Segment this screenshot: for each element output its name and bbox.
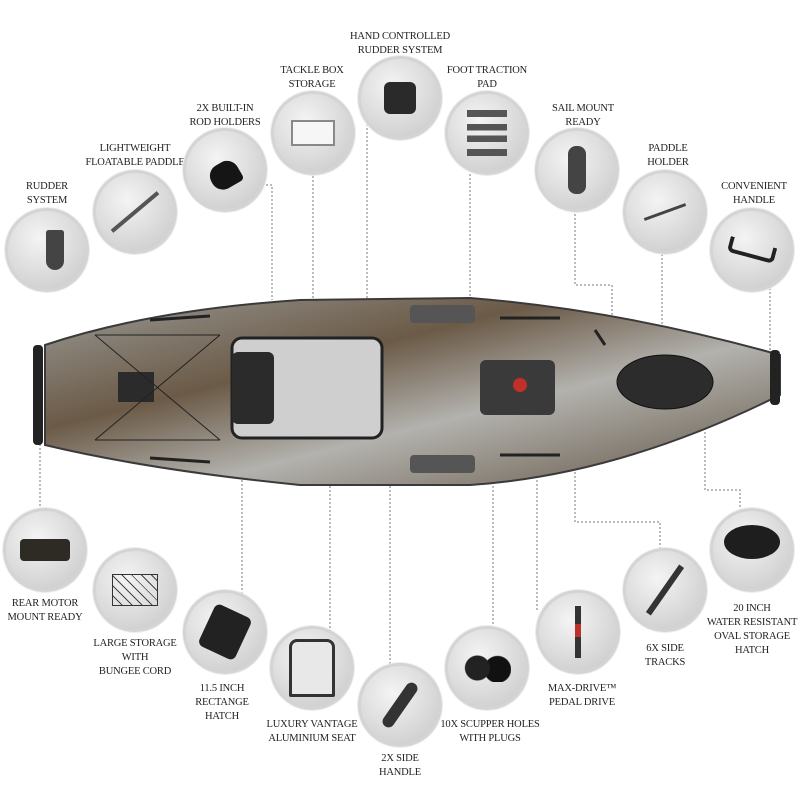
label-paddle-holder: PADDLE HOLDER bbox=[647, 143, 689, 168]
label-seat: LUXURY VANTAGE ALUMINIUM SEAT bbox=[266, 719, 358, 744]
label-scupper: 10X SCUPPER HOLES WITH PLUGS bbox=[440, 719, 540, 744]
tackle-box-icon bbox=[271, 91, 355, 175]
label-foot-traction: FOOT TRACTION PAD bbox=[446, 65, 528, 90]
rudder-icon bbox=[5, 208, 89, 292]
pedal-drive-red bbox=[513, 378, 527, 392]
label-convenient-handle: CONVENIENT HANDLE bbox=[721, 181, 787, 206]
label-oval-hatch: 20 INCH WATER RESISTANT OVAL STORAGE HAT… bbox=[706, 603, 798, 656]
label-max-drive: MAX-DRIVE™ PEDAL DRIVE bbox=[547, 683, 617, 708]
side-track-icon bbox=[623, 548, 707, 632]
rod-holder-icon bbox=[183, 128, 267, 212]
rear-hatch bbox=[118, 372, 154, 402]
motor-mount-icon bbox=[3, 508, 87, 592]
label-rod-holders: 2X BUILT-IN ROD HOLDERS bbox=[189, 103, 261, 128]
label-floatable-paddle: LIGHTWEIGHT FLOATABLE PADDLE bbox=[85, 143, 185, 168]
label-tackle-box: TACKLE BOX STORAGE bbox=[280, 65, 344, 90]
label-large-storage: LARGE STORAGE WITH BUNGEE CORD bbox=[93, 638, 177, 677]
bungee-storage-icon bbox=[93, 548, 177, 632]
traction-pad-icon bbox=[445, 91, 529, 175]
seat-back bbox=[232, 352, 274, 424]
label-sail-mount: SAIL MOUNT READY bbox=[551, 103, 615, 128]
seat-icon bbox=[270, 626, 354, 710]
side-handle-icon bbox=[358, 663, 442, 747]
front-handle bbox=[770, 350, 780, 405]
label-side-tracks: 6X SIDE TRACKS bbox=[644, 643, 686, 668]
rear-handle bbox=[33, 345, 43, 445]
label-rect-hatch: 11.5 INCH RECTANGE HATCH bbox=[195, 683, 249, 722]
rectangle-hatch-icon bbox=[183, 590, 267, 674]
rudder-lever-icon bbox=[358, 56, 442, 140]
paddle-icon bbox=[93, 170, 177, 254]
label-side-handle: 2X SIDE HANDLE bbox=[379, 753, 421, 778]
bungee-cord bbox=[94, 334, 221, 441]
traction-pad-bottom bbox=[410, 455, 475, 473]
label-rudder-system: RUDDER SYSTEM bbox=[26, 181, 68, 206]
handle-icon bbox=[710, 208, 794, 292]
traction-pad-top bbox=[410, 305, 475, 323]
pedal-drive-icon bbox=[536, 590, 620, 674]
label-hand-rudder: HAND CONTROLLED RUDDER SYSTEM bbox=[350, 31, 450, 56]
paddle-holder-icon bbox=[623, 170, 707, 254]
oval-hatch-icon bbox=[710, 508, 794, 592]
label-rear-motor: REAR MOTOR MOUNT READY bbox=[7, 598, 83, 623]
oval-hatch bbox=[616, 354, 714, 410]
sail-mount-icon bbox=[535, 128, 619, 212]
scupper-plug-icon bbox=[445, 626, 529, 710]
